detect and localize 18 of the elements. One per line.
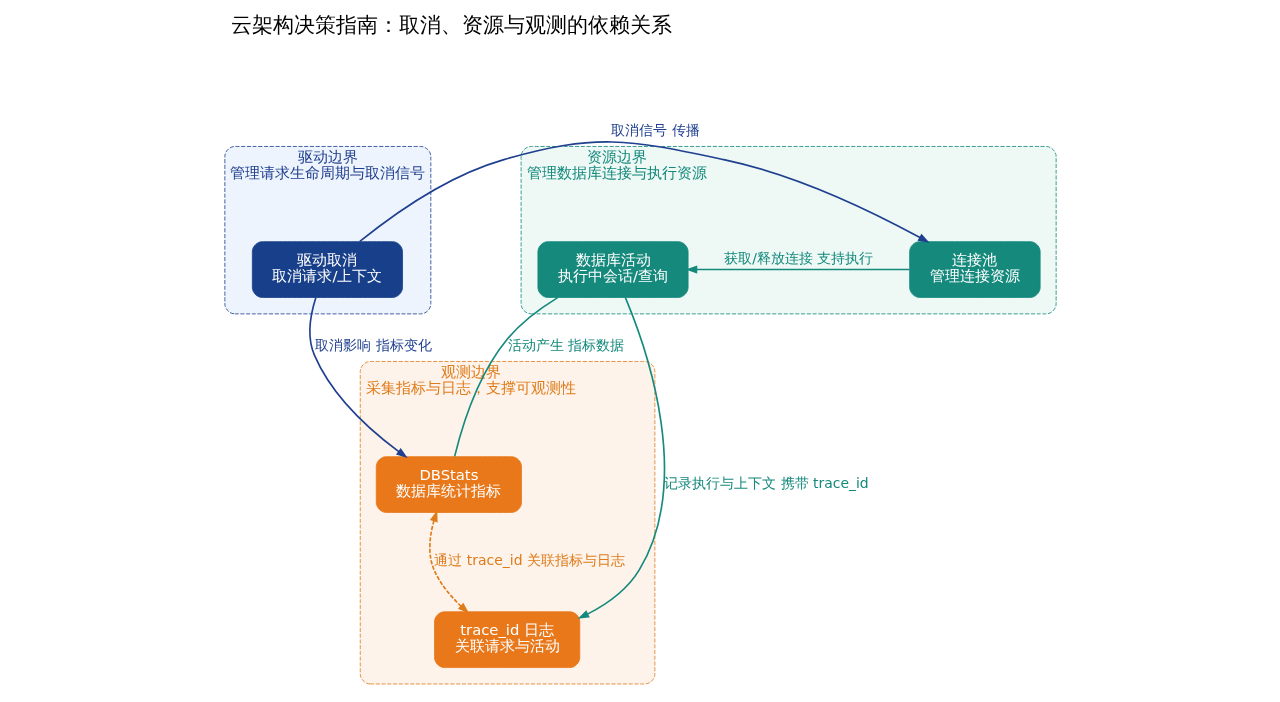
- connector: [453, 296, 558, 458]
- arrow: [577, 296, 665, 619]
- node-box: trace_id 日志 关联请求与活动: [433, 611, 580, 668]
- edge-label: 取消信号 传播: [610, 122, 700, 139]
- node-box: 连接池 管理连接资源: [908, 241, 1041, 298]
- arrow: [428, 510, 469, 614]
- node-box: DBStats 数据库统计指标: [375, 456, 522, 513]
- node-box: 数据库活动 执行中会话/查询: [537, 241, 688, 298]
- edge-label: 活动产生 指标数据: [507, 337, 624, 354]
- edge-label: 记录执行与上下文 携带 trace_id: [663, 474, 869, 491]
- edge-label: 取消影响 指标变化: [314, 337, 432, 354]
- arrow: [358, 141, 930, 243]
- edge-label: 通过 trace_id 关联指标与日志: [433, 552, 625, 569]
- edge-label: 获取/释放连接 支持执行: [723, 249, 873, 266]
- diagram-title: 云架构决策指南：取消、资源与观测的依赖关系: [230, 11, 672, 37]
- node-box: 驱动取消 取消请求/上下文: [251, 241, 403, 298]
- arrow: [308, 296, 408, 459]
- arrow: [685, 265, 910, 274]
